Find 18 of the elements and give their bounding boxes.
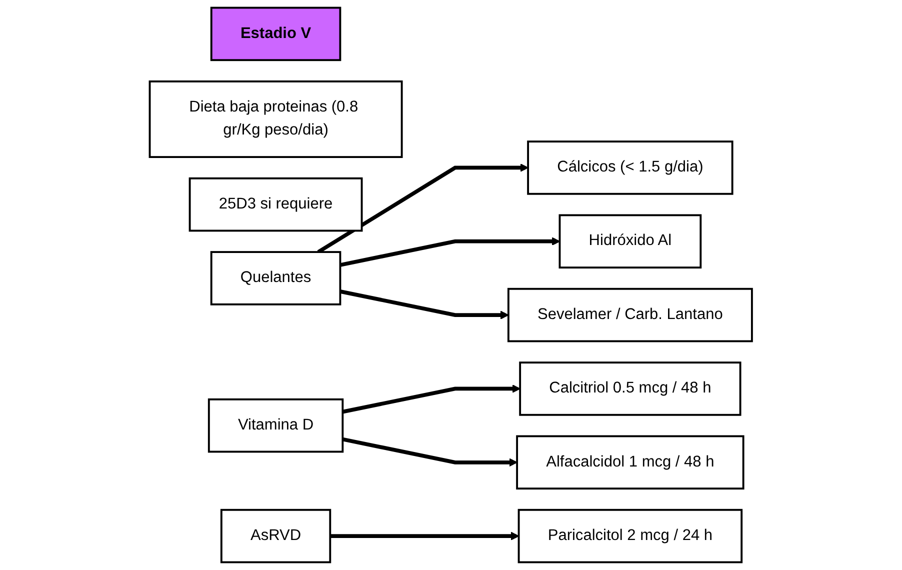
node-box: Paricalcitol 2 mcg / 24 h xyxy=(518,508,743,564)
arrow xyxy=(340,237,560,267)
node-box: Alfacalcidol 1 mcg / 48 h xyxy=(516,435,744,490)
node-box: AsRVD xyxy=(220,508,332,564)
node-box: Hidróxido Al xyxy=(558,214,702,269)
arrow xyxy=(342,437,518,467)
node-box: Dieta baja proteinas (0.8 gr/Kg peso/dia) xyxy=(148,80,403,158)
arrow xyxy=(340,290,509,320)
arrow xyxy=(342,384,521,414)
node-box: Estadio V xyxy=(210,6,342,62)
node-box: Vitamina D xyxy=(208,398,344,453)
node-box: Calcitriol 0.5 mcg / 48 h xyxy=(519,362,742,416)
node-box: Quelantes xyxy=(210,251,342,306)
arrow xyxy=(330,532,520,540)
node-box: Sevelamer / Carb. Lantano xyxy=(508,288,754,342)
arrow xyxy=(317,163,529,254)
node-box: Cálcicos (< 1.5 g/dia) xyxy=(527,140,734,195)
node-box: 25D3 si requiere xyxy=(188,177,363,232)
